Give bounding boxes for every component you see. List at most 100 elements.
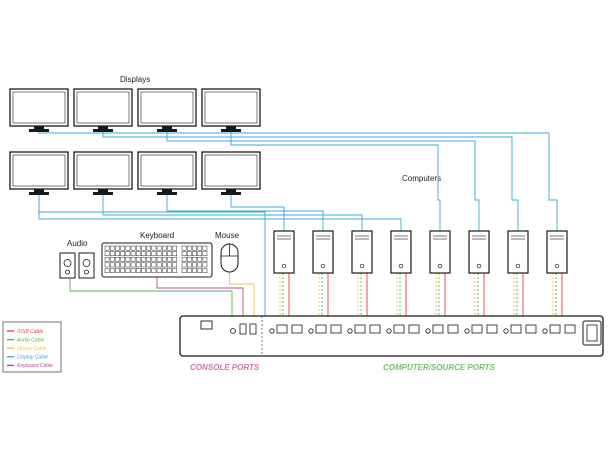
- keyboard-key: [109, 262, 115, 268]
- keyboard-key: [192, 268, 197, 273]
- keyboard-key: [202, 251, 208, 257]
- displays-label: Displays: [120, 75, 150, 84]
- computer-tower: [273, 230, 295, 274]
- keyboard-key: [120, 251, 126, 257]
- keyboard-key: [202, 256, 208, 262]
- legend-label: Keyboard Cable: [17, 363, 53, 369]
- keyboard-key: [197, 251, 203, 257]
- keyboard-key: [202, 268, 208, 273]
- keyboard-key: [156, 251, 162, 257]
- keyboard-key: [130, 245, 136, 251]
- keyboard-key: [167, 251, 172, 257]
- keyboard-key: [172, 245, 178, 251]
- keyboard-key: [151, 256, 157, 262]
- kvm-switch: [179, 315, 604, 357]
- audio-jack-icon: [425, 328, 431, 334]
- mouse-cable: [229, 272, 255, 325]
- keyboard-key: [115, 262, 120, 268]
- computer-tower: [507, 230, 529, 274]
- mouse-label: Mouse: [215, 231, 240, 240]
- keyboard-key: [156, 245, 162, 251]
- display-monitor: [137, 88, 197, 132]
- keyboard-key: [130, 262, 136, 268]
- keyboard-key: [151, 251, 157, 257]
- keyboard-key: [192, 262, 197, 268]
- keyboard-key: [186, 245, 192, 251]
- keyboard-key: [125, 256, 131, 262]
- keyboard-key: [186, 268, 192, 273]
- computer-tower: [312, 230, 334, 274]
- displays-group: [9, 88, 261, 195]
- display-cable: [102, 195, 363, 231]
- audio-jack-icon: [464, 328, 470, 334]
- keyboard-key: [197, 256, 203, 262]
- speakers: [59, 252, 95, 279]
- keyboard-key: [151, 262, 157, 268]
- display-monitor: [9, 88, 69, 132]
- power-switch-icon: [200, 320, 213, 330]
- keyboard-key: [181, 245, 187, 251]
- keyboard-key: [151, 245, 157, 251]
- keyboard-key: [146, 256, 152, 262]
- keyboard-key: [156, 262, 162, 268]
- console-ports-label: CONSOLE PORTS: [190, 363, 260, 372]
- keyboard-key: [109, 251, 115, 257]
- keyboard-key: [120, 256, 126, 262]
- keyboard-key: [141, 268, 146, 273]
- computer-tower: [390, 230, 412, 274]
- audio-jack-icon: [347, 328, 353, 334]
- video-port-icon: [276, 324, 288, 334]
- keyboard-key: [104, 245, 110, 251]
- usb-port-icon: [525, 324, 537, 334]
- computer-ports-label: COMPUTER/SOURCE PORTS: [383, 363, 496, 372]
- keyboard-key: [146, 262, 152, 268]
- computers-label: Computers: [402, 174, 441, 183]
- keyboard-key: [181, 268, 187, 273]
- video-port-icon: [354, 324, 366, 334]
- keyboard-key: [192, 251, 197, 257]
- display-cable: [38, 195, 402, 231]
- keyboard-key: [109, 245, 115, 251]
- kvm-chassis: [179, 315, 604, 357]
- keyboard-key: [186, 256, 192, 262]
- keyboard-key: [130, 268, 136, 273]
- display-cable: [230, 195, 285, 231]
- keyboard-key: [125, 262, 131, 268]
- keyboard-key: [161, 268, 167, 273]
- display-cable: [230, 132, 441, 231]
- keyboard-key: [167, 245, 172, 251]
- keyboard-key: [172, 268, 178, 273]
- audio-cable: [69, 278, 233, 325]
- keyboard-key: [192, 245, 197, 251]
- audio-jack-icon: [503, 328, 509, 334]
- audio-label: Audio: [67, 239, 88, 248]
- keyboard-key: [167, 256, 172, 262]
- keyboard-key: [109, 268, 115, 273]
- keyboard-key: [135, 251, 141, 257]
- keyboard-key: [115, 251, 120, 257]
- keyboard-key: [146, 251, 152, 257]
- keyboard-key: [181, 256, 187, 262]
- audio-jack-icon: [542, 328, 548, 334]
- display-monitor: [9, 151, 69, 195]
- keyboard-key: [125, 251, 131, 257]
- keyboard-key: [161, 251, 167, 257]
- display-monitor: [201, 88, 261, 132]
- keyboard-key: [146, 268, 152, 273]
- keyboard-cable: [156, 277, 244, 325]
- display-cable: [102, 132, 519, 231]
- keyboard-key: [202, 245, 208, 251]
- usb-port-icon: [369, 324, 381, 334]
- keyboard-key: [161, 256, 167, 262]
- usb-port-icon: [447, 324, 459, 334]
- legend-label: /USB Cable: [16, 329, 43, 335]
- keyboard-key: [115, 256, 120, 262]
- audio-jack-icon: [308, 328, 314, 334]
- display-monitor: [137, 151, 197, 195]
- keyboard-key: [146, 245, 152, 251]
- keyboard-key: [120, 245, 126, 251]
- keyboard-key: [197, 262, 203, 268]
- usb-port-icon: [291, 324, 303, 334]
